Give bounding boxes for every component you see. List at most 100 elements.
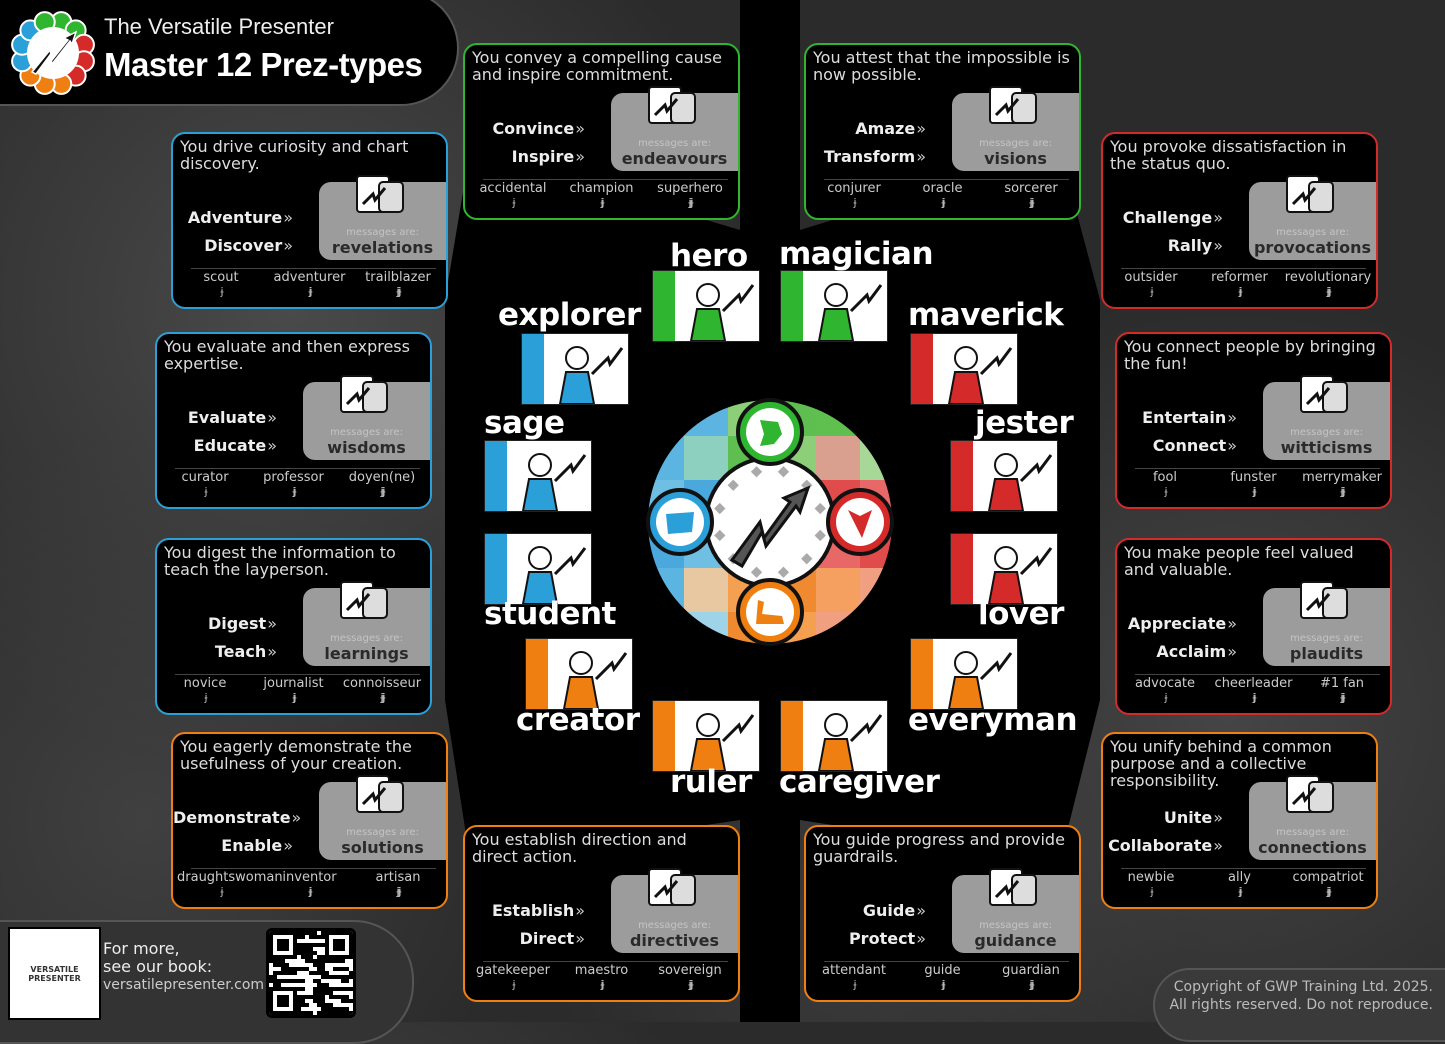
chili-pepper-icon: ɉɉ	[292, 485, 296, 498]
messages-label: messages are:	[1276, 827, 1349, 838]
logo-icon	[11, 11, 95, 95]
chili-pepper-icon: ɉɉɉ	[1326, 885, 1331, 898]
type-label-maverick[interactable]: maverick	[908, 297, 1064, 333]
chili-pepper-icon: ɉ	[512, 978, 515, 991]
double-chevron-icon: »	[267, 614, 277, 633]
messages-panel: messages are:guidance	[952, 868, 1079, 953]
level-label: funster	[1230, 470, 1277, 485]
double-chevron-icon: »	[916, 119, 926, 138]
book-cover-image[interactable]: VERSATILE PRESENTER	[8, 927, 101, 1020]
double-chevron-icon: »	[1227, 436, 1237, 455]
verb-list: Digest»Teach»	[157, 610, 277, 666]
hero-illustration-icon	[648, 86, 696, 124]
sage-illustration-icon	[340, 375, 388, 413]
chili-pepper-icon: ɉɉɉ	[688, 196, 693, 209]
message-type: revelations	[331, 238, 434, 257]
verb-item: Acclaim»	[1117, 638, 1237, 666]
card-description: You make people feel valued and valuable…	[1124, 543, 1354, 579]
card-explorer: You drive curiosity and chart discovery.…	[171, 132, 448, 309]
verb-label: Connect	[1152, 436, 1227, 455]
magician-illustration-icon	[989, 86, 1037, 124]
red-quadrant-icon	[826, 488, 894, 556]
header-subtitle: The Versatile Presenter	[104, 14, 334, 39]
messages-label: messages are:	[346, 827, 419, 838]
double-chevron-icon: »	[267, 642, 277, 661]
double-chevron-icon: »	[916, 929, 926, 948]
chili-pepper-icon: ɉɉ	[308, 885, 312, 898]
student-illustration-icon	[340, 581, 388, 619]
double-chevron-icon: »	[291, 808, 302, 827]
copyright-line-1: Copyright of GWP Training Ltd. 2025.	[1173, 979, 1433, 995]
footer-text: For more,see our book:	[103, 940, 212, 976]
messages-panel: messages are:solutions	[319, 775, 446, 860]
level-label: compatriot	[1292, 870, 1364, 885]
magician-character-image	[780, 270, 888, 342]
double-chevron-icon: »	[1227, 642, 1237, 661]
type-label-creator[interactable]: creator	[516, 702, 640, 738]
type-label-student[interactable]: student	[484, 596, 616, 632]
type-label-jester[interactable]: jester	[975, 405, 1074, 441]
card-creator: You eagerly demonstrate the usefulness o…	[171, 732, 448, 909]
card-sage: You evaluate and then express expertise.…	[155, 332, 432, 509]
message-type: endeavours	[621, 149, 728, 168]
chili-pepper-icon: ɉɉɉ	[688, 978, 693, 991]
type-label-magician[interactable]: magician	[779, 236, 934, 272]
chili-pepper-icon: ɉɉɉ	[1029, 978, 1034, 991]
level-label: oracle	[922, 181, 963, 196]
type-label-lover[interactable]: lover	[978, 596, 1064, 632]
type-label-hero[interactable]: hero	[670, 238, 748, 274]
divider	[1135, 468, 1380, 469]
chili-pepper-icon: ɉɉ	[308, 285, 312, 298]
level-label: superhero	[657, 181, 723, 196]
qr-code-icon[interactable]	[266, 928, 356, 1018]
chili-pepper-icon: ɉ	[1150, 885, 1153, 898]
level-label: fool	[1152, 470, 1178, 485]
chili-pepper-icon: ɉ	[204, 691, 207, 704]
verb-item: Appreciate»	[1117, 610, 1237, 638]
verb-item: Unite»	[1103, 804, 1223, 832]
verb-item: Discover»	[173, 232, 293, 260]
verb-label: Challenge	[1122, 208, 1213, 227]
type-label-ruler[interactable]: ruler	[670, 764, 752, 800]
level-item: doyen(ne)ɉɉɉ	[338, 470, 426, 498]
verb-label: Enable	[221, 836, 283, 855]
type-label-sage[interactable]: sage	[484, 405, 565, 441]
level-label: guide	[924, 963, 961, 978]
chili-pepper-icon: ɉ	[220, 885, 223, 898]
chili-pepper-icon: ɉɉɉ	[1029, 196, 1034, 209]
verb-item: Protect»	[806, 925, 926, 953]
verb-list: Amaze»Transform»	[806, 115, 926, 171]
type-label-caregiver[interactable]: caregiver	[779, 764, 940, 800]
type-label-everyman[interactable]: everyman	[908, 702, 1078, 738]
card-description: You establish direction and direct actio…	[472, 830, 687, 866]
website-link[interactable]: versatilepresenter.com	[103, 977, 265, 993]
verb-list: Unite»Collaborate»	[1103, 804, 1223, 860]
level-label: advocate	[1134, 676, 1196, 691]
double-chevron-icon: »	[575, 119, 585, 138]
messages-label: messages are:	[330, 427, 403, 438]
type-label-explorer[interactable]: explorer	[498, 297, 641, 333]
double-chevron-icon: »	[1227, 408, 1237, 427]
messages-label: messages are:	[346, 227, 419, 238]
level-label: artisan	[375, 870, 421, 885]
chili-pepper-icon: ɉɉ	[1252, 485, 1256, 498]
level-label: draughtswoman	[177, 870, 283, 885]
caregiver-illustration-icon	[989, 868, 1037, 906]
orange-quadrant-icon	[736, 578, 804, 646]
blue-quadrant-icon	[646, 488, 714, 556]
message-type: plaudits	[1289, 644, 1364, 663]
message-type: visions	[984, 149, 1047, 168]
